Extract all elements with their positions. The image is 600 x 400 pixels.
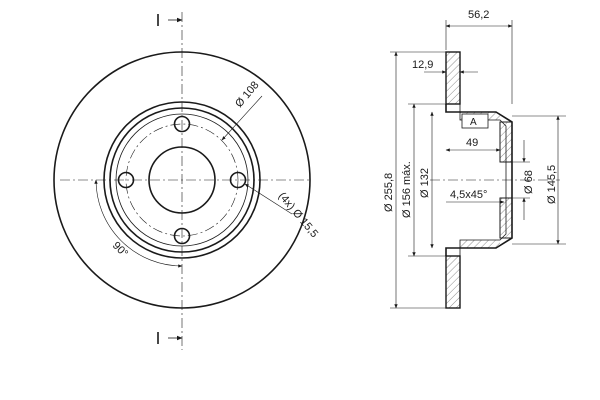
disc-plate-upper: [445, 51, 461, 105]
angle-label: 90°: [110, 240, 130, 260]
hat-profile-outline: [445, 104, 513, 256]
disc-outer-edge: [53, 51, 311, 309]
hat-depth-label: 49: [466, 137, 478, 149]
outer-diameter-label: Ø 255,8: [383, 173, 395, 212]
center-bore-label: Ø 68: [523, 170, 535, 194]
friction-diameter-label: Ø 156 máx.: [401, 161, 413, 218]
hat-wall-lower: [460, 240, 500, 248]
datum-box: [461, 113, 489, 129]
pcd-leader-line: [221, 95, 263, 141]
disc-plate-lower: [445, 255, 461, 309]
hat-diameter-label: Ø 132: [419, 168, 431, 198]
hub-face-lower: [499, 197, 513, 239]
pcd-label: Ø 108: [233, 79, 261, 110]
datum-label: A: [470, 117, 477, 128]
angle-arc: [94, 179, 183, 268]
total-width-label: 56,2: [468, 9, 489, 21]
holes-leader-line: [244, 183, 293, 215]
disc-thickness-label: 12,9: [412, 59, 433, 71]
chamfer-label: 4,5x45°: [450, 189, 487, 201]
bolt-hole-right: [229, 171, 247, 189]
front-view: Ø 108 (4x) Ø 15,5 90°: [53, 12, 320, 350]
hub-face-upper: [499, 121, 513, 163]
bolt-hole-top: [173, 115, 191, 133]
hat-outer-label: Ø 145,5: [546, 165, 558, 204]
section-view: A 56,2 12,9 Ø 255,8 Ø 156 máx. Ø 132 49 …: [383, 9, 566, 309]
